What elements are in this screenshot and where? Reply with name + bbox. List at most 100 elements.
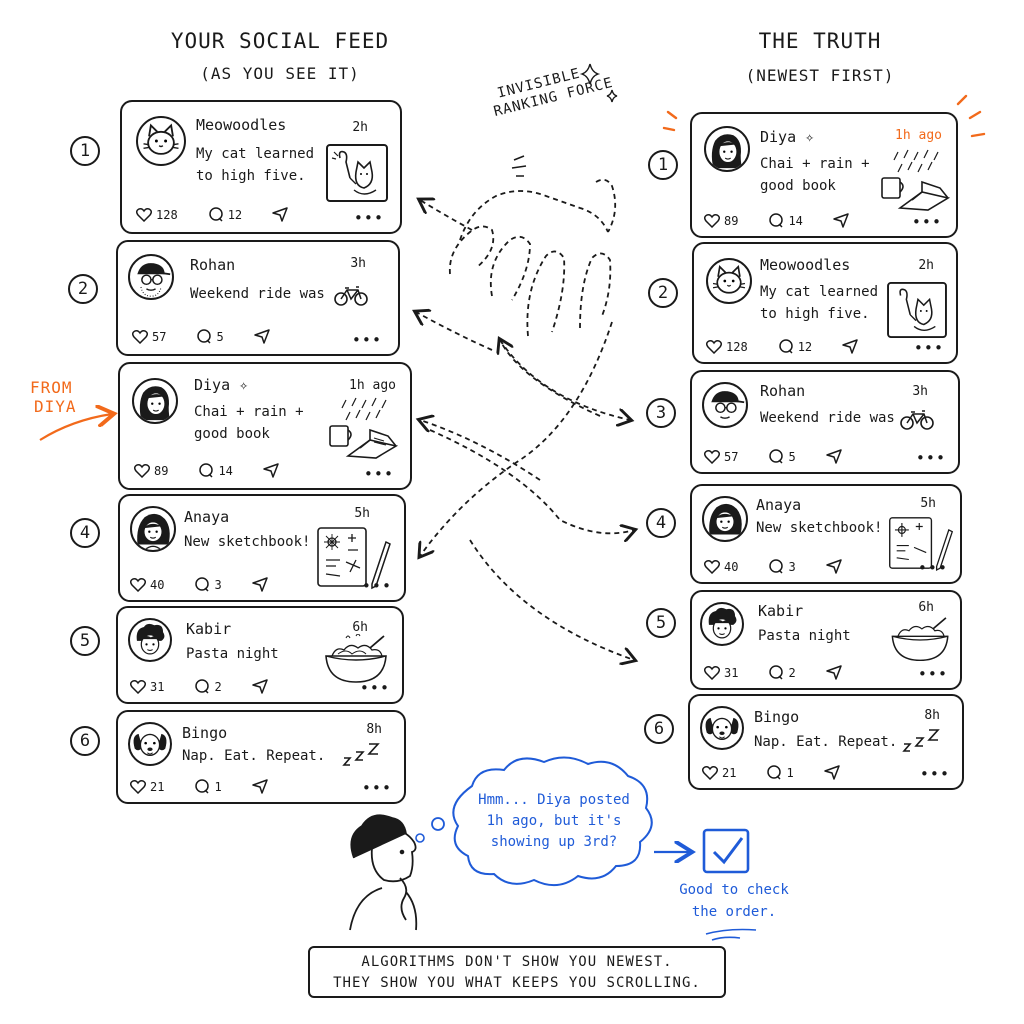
more-dots-icon[interactable]: ••• [917, 665, 948, 683]
post-time: 6h [918, 600, 934, 615]
heart-icon[interactable] [704, 559, 720, 574]
sparkle-icon: ✧ [805, 128, 815, 146]
more-dots-icon[interactable]: ••• [351, 331, 382, 349]
share-icon[interactable] [253, 329, 270, 344]
more-dots-icon[interactable]: ••• [361, 779, 392, 797]
share-icon[interactable] [251, 577, 268, 592]
more-dots-icon[interactable]: ••• [917, 559, 948, 577]
heart-icon[interactable] [706, 339, 722, 354]
comment-icon[interactable] [768, 449, 784, 464]
comment-icon[interactable] [766, 765, 782, 780]
comment-icon[interactable] [196, 329, 212, 344]
post-text: Nap. Eat. Repeat. [754, 734, 898, 750]
heart-icon[interactable] [702, 765, 718, 780]
left-column-title: YOUR SOCIAL FEED [170, 29, 390, 53]
thinking-person [349, 814, 418, 931]
username[interactable]: Bingo [754, 708, 800, 726]
right-post-card-5[interactable]: Kabir 6h Pasta night 31 2 ••• [690, 590, 962, 690]
heart-icon[interactable] [136, 207, 152, 222]
woman-avatar [704, 126, 750, 172]
rank-2-left: 2 [68, 274, 98, 304]
more-dots-icon[interactable]: ••• [361, 577, 392, 595]
engagement-stats: 57 5 [704, 449, 842, 464]
left-post-card-5[interactable]: Kabir 6h Pasta night 31 2 ••• [116, 606, 404, 704]
post-text: New sketchbook! [184, 534, 311, 550]
share-icon[interactable] [263, 463, 279, 478]
comment-icon[interactable] [768, 213, 784, 228]
username[interactable]: Bingo [182, 724, 228, 742]
right-post-card-3[interactable]: Rohan 3h Weekend ride was 57 5 ••• [690, 370, 960, 474]
left-post-card-4[interactable]: Anaya 5h New sketchbook! 40 3 ••• [118, 494, 406, 602]
username[interactable]: Meowoodles [760, 256, 851, 274]
comment-icon[interactable] [198, 463, 214, 478]
username[interactable]: Diya ✧ [194, 376, 249, 394]
heart-icon[interactable] [704, 213, 720, 228]
left-post-card-6[interactable]: Bingo 8h Nap. Eat. Repeat. 21 1 ••• [116, 710, 406, 804]
left-post-card-2[interactable]: Rohan 3h Weekend ride was 57 5 ••• [116, 240, 400, 356]
post-text: Weekend ride was [760, 410, 895, 426]
username[interactable]: Anaya [756, 496, 802, 514]
rank-6-right: 6 [644, 714, 674, 744]
rank-4-left: 4 [70, 518, 100, 548]
more-dots-icon[interactable]: ••• [919, 765, 950, 783]
sketchbook-image [317, 527, 391, 590]
comment-icon[interactable] [768, 665, 784, 680]
username[interactable]: Rohan [760, 382, 806, 400]
right-column-title: THE TRUTH [758, 29, 882, 53]
username[interactable]: Rohan [190, 256, 236, 274]
share-icon[interactable] [833, 213, 849, 228]
username[interactable]: Anaya [184, 508, 230, 526]
more-dots-icon[interactable]: ••• [359, 679, 390, 697]
right-post-card-6[interactable]: Bingo 8h Nap. Eat. Repeat. 21 1 ••• [688, 694, 964, 790]
share-icon[interactable] [251, 679, 268, 694]
username[interactable]: Kabir [186, 620, 232, 638]
comment-icon[interactable] [194, 679, 210, 694]
engagement-stats: 89 14 [704, 213, 849, 228]
post-time: 8h [366, 722, 382, 737]
engagement-stats: 40 3 [704, 559, 842, 574]
heart-icon[interactable] [130, 577, 146, 592]
engagement-stats: 40 3 [130, 577, 268, 592]
username[interactable]: Meowoodles [196, 116, 287, 134]
heart-icon[interactable] [130, 679, 146, 694]
comment-icon[interactable] [194, 779, 210, 794]
engagement-stats: 57 5 [132, 329, 270, 344]
heart-icon[interactable] [132, 329, 148, 344]
right-post-card-4[interactable]: Anaya 5h New sketchbook! 40 3 ••• [690, 484, 962, 584]
comment-icon[interactable] [194, 577, 210, 592]
share-icon[interactable] [251, 779, 268, 794]
heart-icon[interactable] [130, 779, 146, 794]
heart-icon[interactable] [704, 449, 720, 464]
comment-icon[interactable] [208, 207, 224, 222]
more-dots-icon[interactable]: ••• [913, 339, 944, 357]
comment-icon[interactable] [768, 559, 784, 574]
share-icon[interactable] [825, 665, 842, 680]
more-dots-icon[interactable]: ••• [911, 213, 942, 231]
more-dots-icon[interactable]: ••• [353, 209, 384, 227]
left-column-subtitle: (AS YOU SEE IT) [200, 64, 360, 83]
share-icon[interactable] [842, 339, 858, 354]
heart-icon[interactable] [704, 665, 720, 680]
more-dots-icon[interactable]: ••• [363, 465, 394, 483]
curly-hair-avatar [128, 618, 172, 662]
check-order-note: Good to check the order. [679, 882, 789, 920]
post-text: Weekend ride was [190, 286, 325, 302]
right-post-card-1[interactable]: Diya ✧ 1h ago Chai + rain +good book 89 … [690, 112, 958, 238]
share-icon[interactable] [823, 765, 840, 780]
share-icon[interactable] [825, 449, 842, 464]
share-icon[interactable] [272, 207, 288, 222]
cap-glasses-avatar [128, 254, 174, 300]
share-icon[interactable] [825, 559, 842, 574]
comment-icon[interactable] [778, 339, 794, 354]
post-time: 5h [920, 496, 936, 511]
left-post-card-3[interactable]: Diya ✧ 1h ago Chai + rain +good book 89 … [118, 362, 412, 490]
username[interactable]: Kabir [758, 602, 804, 620]
post-time-highlight: 1h ago [895, 128, 942, 143]
more-dots-icon[interactable]: ••• [915, 449, 946, 467]
heart-icon[interactable] [134, 463, 150, 478]
username[interactable]: Diya ✧ [760, 128, 815, 146]
